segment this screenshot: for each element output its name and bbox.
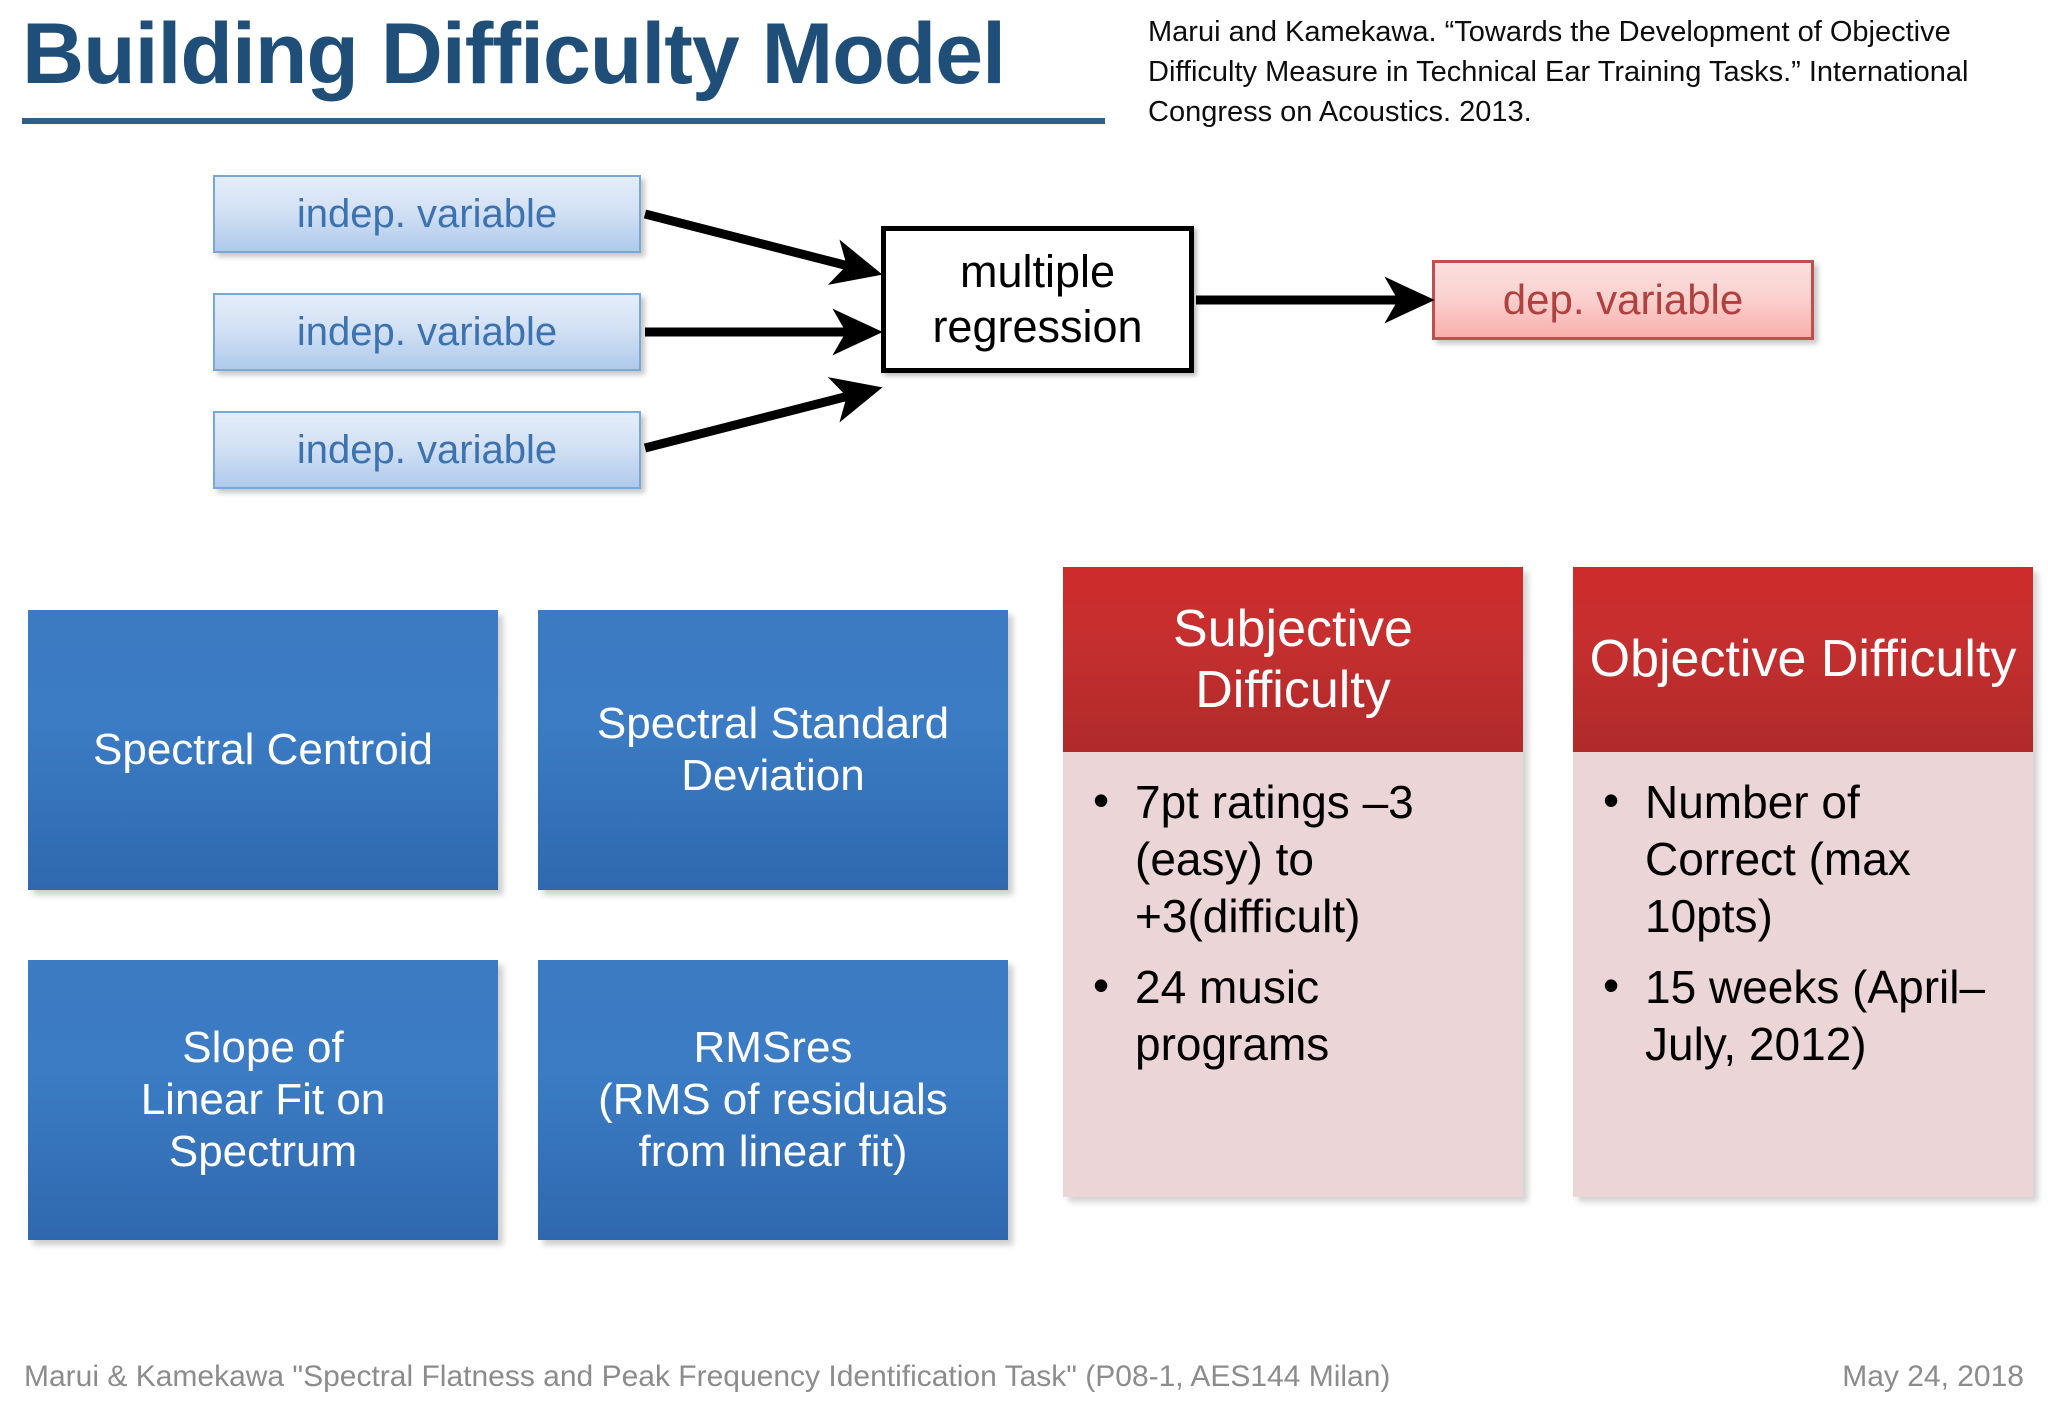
footer-citation: Marui & Kamekawa "Spectral Flatness and … xyxy=(24,1360,1391,1393)
subjective-difficulty-body: 7pt ratings –3 (easy) to +3(difficult) 2… xyxy=(1063,752,1523,1197)
list-item: Number of Correct (max 10pts) xyxy=(1591,772,2015,945)
citation-text: Marui and Kamekawa. “Towards the Develop… xyxy=(1148,16,1969,129)
independent-variable-box-3: indep. variable xyxy=(213,411,641,489)
independent-variable-box-2: indep. variable xyxy=(213,293,641,371)
objective-difficulty-panel: Objective Difficulty Number of Correct (… xyxy=(1573,567,2033,1197)
arrow-iv3-to-regression xyxy=(643,377,883,453)
subjective-difficulty-bullet-list: 7pt ratings –3 (easy) to +3(difficult) 2… xyxy=(1081,772,1505,1073)
feature-box-slope-of-linear-fit: Slope of Linear Fit on Spectrum xyxy=(28,960,498,1240)
subjective-difficulty-header: Subjective Difficulty xyxy=(1063,567,1523,752)
arrow-iv1-to-regression xyxy=(643,209,883,285)
footer-date: May 24, 2018 xyxy=(1842,1360,2024,1393)
multiple-regression-line-1: multiple xyxy=(959,245,1116,297)
list-item: 7pt ratings –3 (easy) to +3(difficult) xyxy=(1081,772,1505,945)
objective-difficulty-body: Number of Correct (max 10pts) 15 weeks (… xyxy=(1573,752,2033,1197)
multiple-regression-line-2: regression xyxy=(932,300,1143,352)
objective-difficulty-header: Objective Difficulty xyxy=(1573,567,2033,752)
feature-box-spectral-standard-deviation: Spectral Standard Deviation xyxy=(538,610,1008,890)
objective-difficulty-bullet-list: Number of Correct (max 10pts) 15 weeks (… xyxy=(1591,772,2015,1073)
list-item: 15 weeks (April–July, 2012) xyxy=(1591,957,2015,1073)
dependent-variable-box: dep. variable xyxy=(1432,260,1814,340)
page-title: Building Difficulty Model xyxy=(22,6,1006,102)
flow-arrows xyxy=(643,209,1435,453)
subjective-difficulty-panel: Subjective Difficulty 7pt ratings –3 (ea… xyxy=(1063,567,1523,1197)
multiple-regression-box: multiple regression xyxy=(881,226,1194,373)
feature-box-spectral-centroid: Spectral Centroid xyxy=(28,610,498,890)
regression-flow-diagram: indep. variable indep. variable indep. v… xyxy=(0,150,2048,570)
title-underline-rule xyxy=(22,118,1105,124)
independent-variable-box-1: indep. variable xyxy=(213,175,641,253)
feature-box-rmsres: RMSres (RMS of residuals from linear fit… xyxy=(538,960,1008,1240)
list-item: 24 music programs xyxy=(1081,957,1505,1073)
